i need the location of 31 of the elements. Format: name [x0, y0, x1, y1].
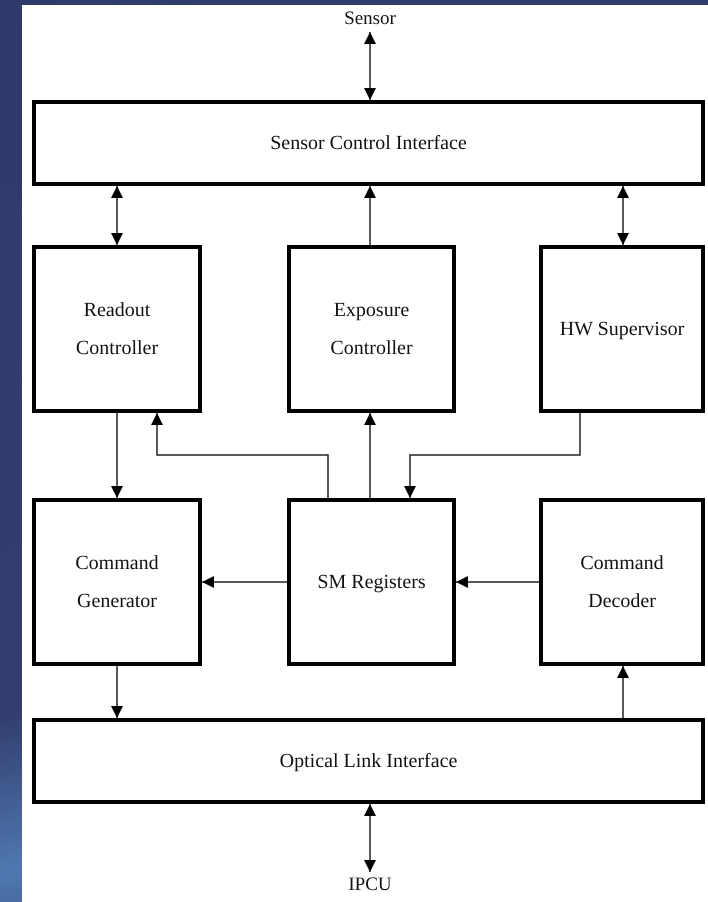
arrow: [617, 186, 629, 245]
block-label: Optical Link Interface: [280, 749, 458, 774]
block-label: HW Supervisor: [560, 317, 684, 342]
arrow: [111, 186, 123, 245]
terminal-label: Sensor: [344, 6, 396, 31]
terminal-label: IPCU: [348, 872, 392, 897]
block-box: [32, 718, 705, 804]
arrow: [151, 413, 329, 498]
block-label: SM Registers: [317, 570, 426, 595]
block-label: Exposure Controller: [329, 298, 414, 361]
block-box: [32, 245, 202, 413]
arrow: [364, 186, 376, 245]
block-box: [32, 498, 202, 666]
block-box: [287, 245, 456, 413]
arrow: [111, 413, 123, 498]
arrow: [364, 804, 376, 872]
arrow: [456, 576, 539, 588]
block-box: [287, 498, 456, 666]
block-box: [539, 245, 705, 413]
arrow: [404, 413, 581, 498]
block-label: Readout Controller: [74, 298, 160, 361]
block-label: Command Decoder: [579, 551, 665, 614]
arrow: [202, 576, 287, 588]
arrow: [364, 32, 376, 100]
block-box: [32, 100, 705, 186]
arrow: [364, 413, 376, 498]
arrow: [617, 666, 629, 718]
block-label: Sensor Control Interface: [270, 131, 467, 156]
block-label: Command Generator: [74, 551, 160, 614]
arrow: [111, 666, 123, 718]
block-box: [539, 498, 705, 666]
